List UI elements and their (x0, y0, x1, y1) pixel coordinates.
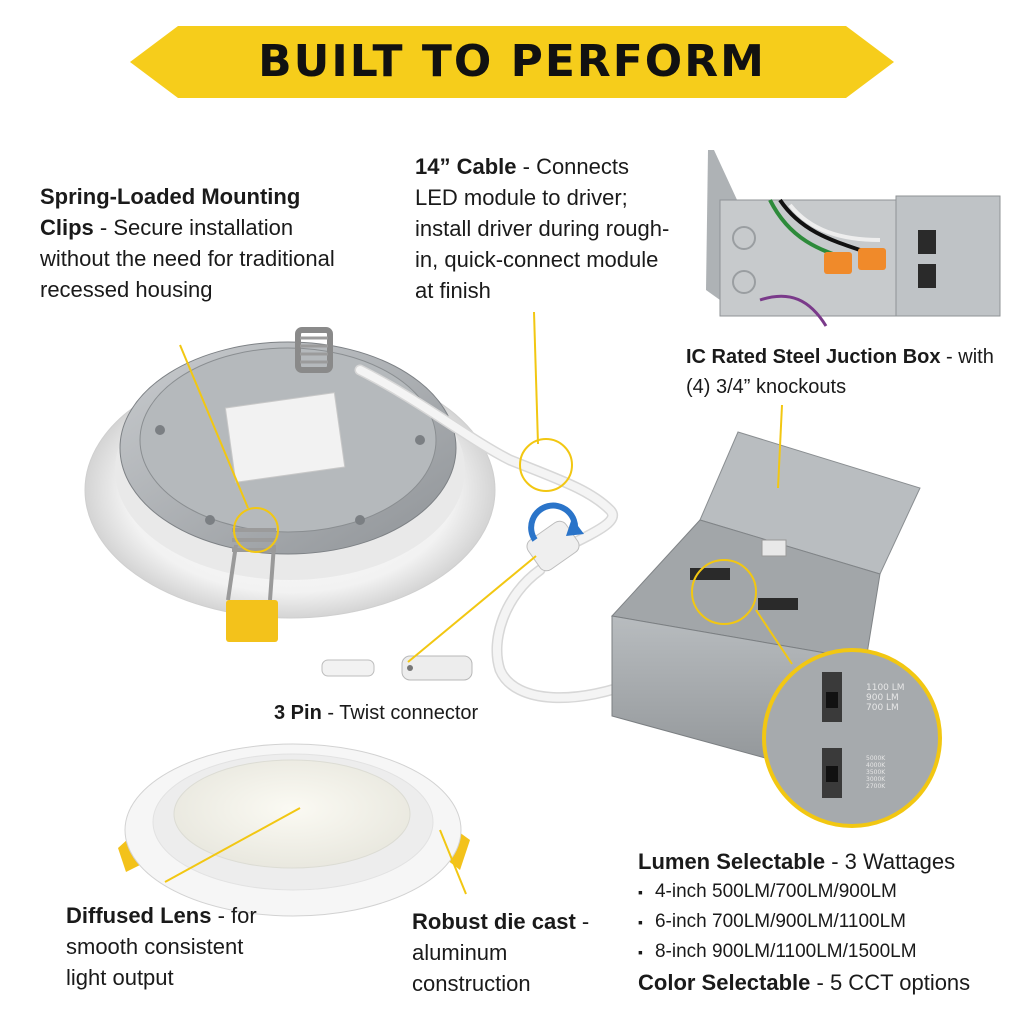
callout-color-title: Color Selectable (638, 970, 811, 995)
lumen-switch-label: 700 LM (866, 703, 899, 713)
callout-pin-title: 3 Pin (274, 702, 322, 724)
banner-title: BUILT TO PERFORM (258, 35, 766, 87)
lumen-switch-label: 1100 LM (866, 683, 905, 693)
callout-diecast-text: aluminum construction (412, 940, 531, 996)
callout-lens-title: Diffused Lens (66, 903, 212, 928)
lumen-switch-label: 900 LM (866, 693, 899, 703)
cable-14-inch (354, 364, 646, 704)
callout-diecast: Robust die cast - aluminum construction (412, 909, 590, 996)
callout-color-text: 5 CCT options (829, 970, 971, 995)
lumen-spec-item: 4-inch 500LM/700LM/900LM (638, 877, 1018, 907)
callout-clips-text: Secure installation without the need for… (40, 215, 335, 302)
twist-connector-icon (526, 502, 584, 572)
cct-switch-label: 5000K (866, 755, 886, 762)
callout-cable: 14” Cable - Connects LED module to drive… (415, 154, 670, 303)
lumen-spec-item: 6-inch 700LM/900LM/1100LM (638, 907, 1018, 937)
callout-lumen: Lumen Selectable - 3 Wattages 4-inch 500… (638, 846, 1018, 998)
cct-switch-label: 3000K (866, 776, 886, 783)
banner-arrow-shape (130, 26, 894, 98)
callout-lens: Diffused Lens - for smooth consistent li… (66, 903, 257, 990)
cct-switch-label: 2700K (866, 783, 886, 790)
callout-pin: 3 Pin - Twist connector (274, 702, 479, 724)
callout-pin-text: Twist connector (339, 702, 479, 724)
callout-diecast-title: Robust die cast (412, 909, 576, 934)
three-pin-plug-icon (321, 655, 473, 681)
spring-top-icon (295, 327, 333, 373)
spring-clip-icon (226, 528, 278, 642)
callout-lumen-title: Lumen Selectable (638, 849, 826, 874)
callout-clips: Spring-Loaded Mounting Clips - Secure in… (40, 184, 335, 302)
callout-cable-text: Connects LED module to driver; install d… (415, 154, 670, 303)
cct-switch-label: 4000K (866, 762, 886, 769)
callout-box-title: IC Rated Steel Juction Box (686, 346, 941, 368)
cct-switch-label: 3500K (866, 769, 886, 776)
lumen-spec-list: 4-inch 500LM/700LM/900LM 6-inch 700LM/90… (638, 877, 1018, 967)
callout-lens-text: for smooth consistent light output (66, 903, 257, 990)
callout-box: IC Rated Steel Juction Box - with (4) 3/… (686, 346, 994, 398)
lumen-spec-item: 8-inch 900LM/1100LM/1500LM (638, 937, 1018, 967)
callout-clips-title: Spring-Loaded Mounting Clips (40, 184, 301, 240)
junction-box-open (706, 150, 1001, 327)
callout-lumen-text: 3 Wattages (844, 849, 956, 874)
callout-box-text: with (4) 3/4” knockouts (686, 346, 994, 398)
callout-leaders (164, 311, 793, 895)
callout-cable-title: 14” Cable (415, 154, 517, 179)
downlight-back-view (84, 327, 496, 642)
switch-magnifier: 1100 LM 900 LM 700 LM 5000K 4000K 3500K … (762, 648, 942, 828)
downlight-front-view (118, 743, 470, 917)
